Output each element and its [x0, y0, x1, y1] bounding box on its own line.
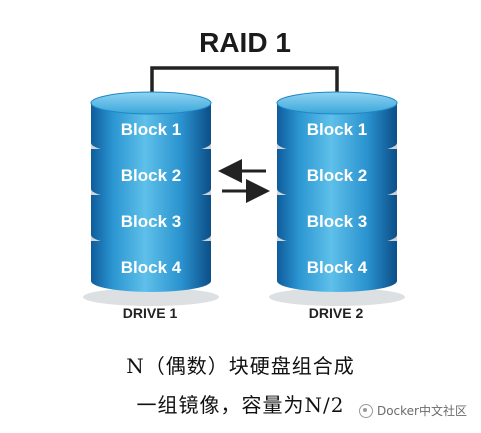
block-label: Block 2 — [307, 166, 367, 185]
block-label: Block 1 — [121, 120, 181, 139]
disk-segment — [91, 241, 211, 292]
disk-segment — [277, 103, 397, 154]
disk-segment — [91, 149, 211, 200]
block-label: Block 2 — [121, 166, 181, 185]
block-label: Block 1 — [307, 120, 367, 139]
block-label: Block 4 — [307, 258, 368, 277]
block-label: Block 3 — [307, 212, 367, 231]
block-label: Block 4 — [121, 258, 182, 277]
caption-line-1: N（偶数）块硬盘组合成 — [126, 354, 355, 378]
raid1-diagram: RAID 1 Block 1 Block 2 Block 3 Block 4 Bloc… — [83, 27, 405, 321]
watermark-text: Docker中文社区 — [376, 404, 467, 418]
drive-shadow — [269, 288, 405, 306]
block-label: Block 3 — [121, 212, 181, 231]
disk-segment — [91, 103, 211, 154]
drive-1: Block 1 Block 2 Block 3 Block 4 — [83, 91, 219, 306]
disk-segment — [277, 149, 397, 200]
drive-2: Block 1 Block 2 Block 3 Block 4 — [269, 91, 405, 306]
caption-line-2: 一组镜像，容量为N/2 — [136, 393, 345, 417]
drive-label: DRIVE 1 — [123, 305, 178, 321]
disk-top — [276, 91, 398, 115]
drive-shadow — [83, 288, 219, 306]
wechat-icon — [358, 403, 373, 418]
drive-label: DRIVE 2 — [309, 305, 364, 321]
disk-segment — [277, 195, 397, 246]
watermark: Docker中文社区 — [358, 402, 467, 419]
disk-top — [90, 91, 212, 115]
disk-segment — [277, 241, 397, 292]
diagram-title: RAID 1 — [199, 27, 291, 58]
mirror-connector — [150, 66, 339, 100]
disk-segment — [91, 195, 211, 246]
